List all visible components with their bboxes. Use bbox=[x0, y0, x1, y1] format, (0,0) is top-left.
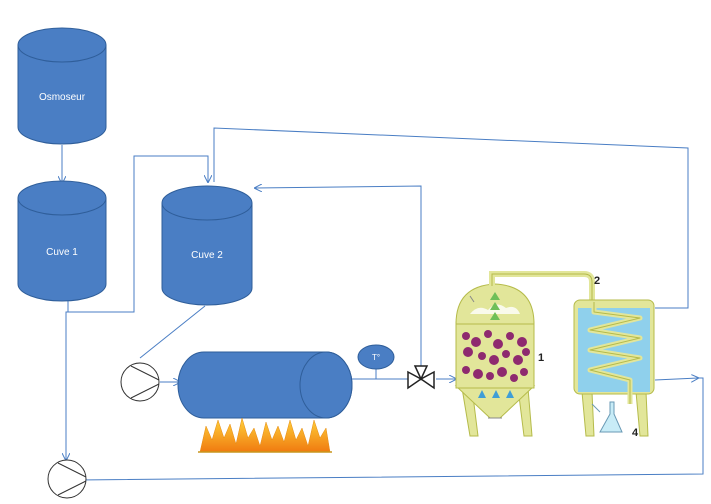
condenser-label-2: 2 bbox=[594, 275, 600, 287]
osmoseur-tank: Osmoseur bbox=[17, 27, 107, 145]
pipe-valve-to-cuve2 bbox=[255, 186, 422, 372]
pump-icon bbox=[47, 459, 87, 499]
condenser bbox=[573, 299, 655, 437]
pipe-return-to-cuve2 bbox=[213, 127, 689, 309]
cuve2-tank: Cuve 2 bbox=[161, 185, 253, 306]
pipe-cuve1-branch-to-cuve2 bbox=[68, 155, 208, 313]
cuve1-tank: Cuve 1 bbox=[17, 180, 107, 302]
pump-icon bbox=[120, 362, 160, 402]
cuve2-label: Cuve 2 bbox=[191, 250, 223, 261]
grapes bbox=[462, 330, 530, 382]
flame-icon bbox=[198, 417, 332, 453]
pipe-cuve1-to-pump bbox=[66, 300, 68, 460]
still-label-1: 1 bbox=[538, 352, 544, 364]
pipe-cuve2-to-pump bbox=[139, 305, 206, 359]
pipes bbox=[62, 127, 704, 481]
cuve1-label: Cuve 1 bbox=[46, 247, 78, 258]
pipe-condenser-return bbox=[77, 377, 704, 481]
flask-label-4: 4 bbox=[632, 427, 639, 439]
valve-icon bbox=[407, 365, 435, 390]
boiler-tank bbox=[177, 351, 353, 419]
pipe-condenser-inlet bbox=[654, 378, 698, 380]
temperature-sensor: T° bbox=[357, 344, 395, 370]
temperature-sensor-label: T° bbox=[372, 353, 380, 362]
osmoseur-label: Osmoseur bbox=[39, 92, 86, 103]
collection-flask-icon bbox=[599, 401, 623, 433]
alembic-still bbox=[454, 283, 536, 437]
